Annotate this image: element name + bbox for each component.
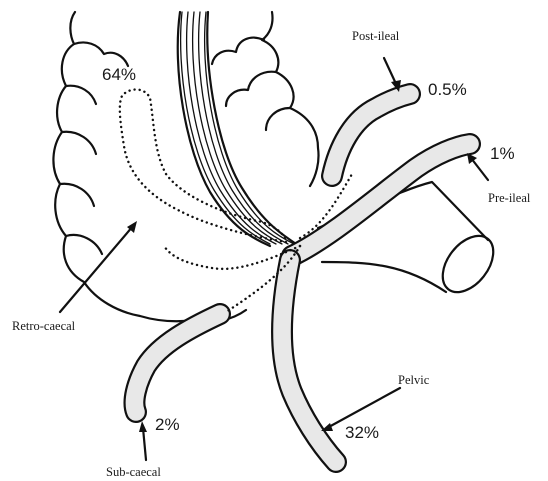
preileal-label: Pre-ileal: [488, 191, 531, 205]
retro-percent: 64%: [102, 65, 136, 84]
preileal-percent: 1%: [490, 144, 515, 163]
subcaecal-arrow-line: [143, 428, 146, 460]
pelvic-label: Pelvic: [398, 373, 430, 387]
postileal-percent: 0.5%: [428, 80, 467, 99]
pelvic-arrow-line: [327, 388, 400, 428]
postileal-label: Post-ileal: [352, 29, 400, 43]
appendix-retrocaecal: [120, 90, 352, 313]
pelvic-percent: 32%: [345, 423, 379, 442]
preileal-arrow-line: [471, 158, 488, 180]
subcaecal-percent: 2%: [155, 415, 180, 434]
retro-label: Retro-caecal: [12, 319, 76, 333]
subcaecal-arrow-head: [139, 421, 147, 432]
subcaecal-label: Sub-caecal: [106, 465, 161, 479]
appendix-pelvic: [282, 260, 336, 462]
appendix-subcaecal: [134, 314, 220, 412]
appendix-postileal: [332, 94, 410, 176]
terminal-ileum: [318, 182, 503, 302]
retro-arrow-line: [60, 226, 133, 312]
